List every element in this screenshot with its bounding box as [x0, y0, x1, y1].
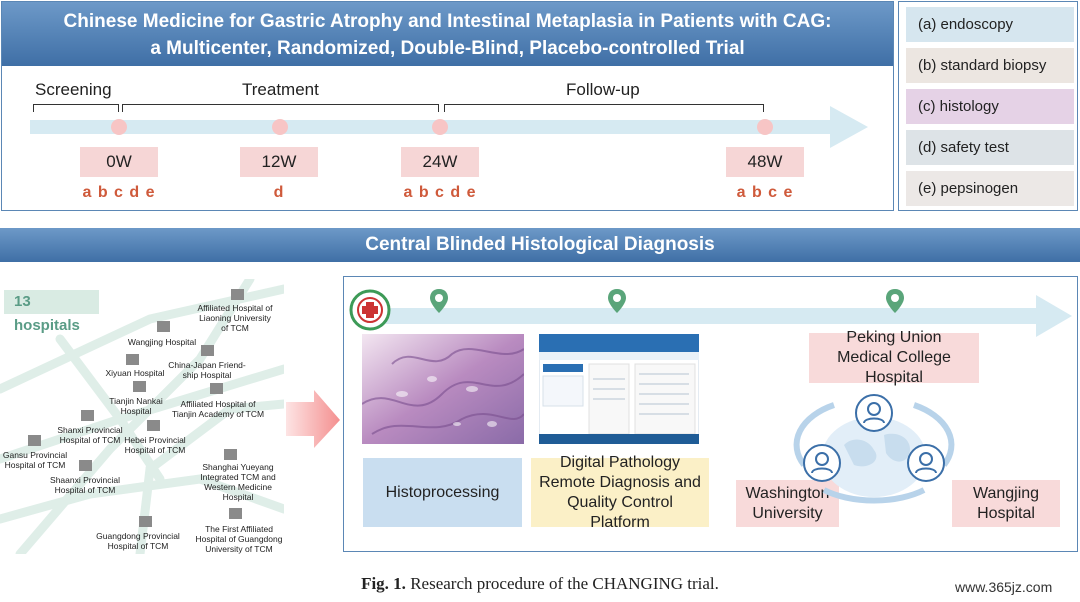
center-peking-union-box: Peking Union Medical College Hospital [809, 329, 979, 386]
visit-codes-12w: d [273, 184, 285, 201]
caption-label: Fig. 1. [361, 574, 406, 593]
legend-item-endoscopy: (a) endoscopy [906, 7, 1074, 42]
legend-item-biopsy: (b) standard biopsy [906, 48, 1074, 83]
location-pin-icon [430, 289, 448, 313]
hospital-label-tianjin-academy: Affiliated Hospital of Tianjin Academy o… [171, 399, 265, 419]
hospital-label-tianjin-nankai: Tianjin Nankai Hospital [109, 396, 163, 416]
location-pin-icon [608, 289, 626, 313]
figure-caption: Fig. 1. Research procedure of the CHANGI… [0, 574, 1080, 594]
visit-codes-0w: a b c d e [82, 184, 156, 201]
hospital-label-hebei: Hebei Provincial Hospital of TCM [124, 435, 186, 455]
phase-treatment: Treatment [242, 80, 319, 99]
legend-item-safety-test: (d) safety test [906, 130, 1074, 165]
visit-week-24w: 24W [401, 147, 479, 177]
center-wangjing-box: Wangjing Hospital [952, 480, 1060, 527]
legend-item-pepsinogen: (e) pepsinogen [906, 171, 1074, 206]
timeline-arrow [30, 106, 868, 148]
platform-arrow [384, 295, 1072, 337]
treatment-bracket [122, 104, 439, 112]
follow-up-bracket [444, 104, 764, 112]
title-line-1: Chinese Medicine for Gastric Atrophy and… [63, 11, 832, 32]
visit-dot-48w [757, 119, 773, 135]
hospital-label-shanghai-yueyang: Shanghai Yueyang Integrated TCM and West… [200, 462, 276, 502]
hospital-label-liaoning: Affiliated Hospital of Liaoning Universi… [197, 303, 273, 333]
caption-text: Research procedure of the CHANGING trial… [410, 574, 719, 593]
trial-timeline-panel: Chinese Medicine for Gastric Atrophy and… [1, 1, 894, 211]
hospital-label-guangdong-first: The First Affiliated Hospital of Guangdo… [195, 524, 283, 554]
hospital-label-shanxi: Shanxi Provincial Hospital of TCM [57, 425, 123, 445]
digital-pathology-platform-box: Digital Pathology Remote Diagnosis and Q… [531, 454, 709, 531]
histoprocessing-box: Histoprocessing [363, 458, 522, 527]
visit-codes-48w: a b c e [736, 184, 794, 201]
visit-week-12w: 12W [240, 147, 318, 177]
hospital-label-shaanxi: Shaanxi Provincial Hospital of TCM [50, 475, 120, 495]
visit-week-48w: 48W [726, 147, 804, 177]
consultation-network-graphic [793, 394, 955, 504]
center-washington-box: Washington University [736, 480, 839, 527]
visit-dot-12w [272, 119, 288, 135]
histology-slide-image [362, 334, 524, 444]
hospital-label-china-japan: China-Japan Friend-ship Hospital [168, 360, 246, 380]
hospital-map: 13 hospitals Affiliated Hospital of Liao… [0, 279, 284, 554]
institution-logo [349, 289, 391, 331]
visit-codes-24w: a b c d e [403, 184, 477, 201]
location-pin-icon [886, 289, 904, 313]
visit-dot-0w [111, 119, 127, 135]
hospital-count-badge: 13 hospitals [4, 290, 99, 334]
central-platform-panel: Histoprocessing Digital Pathology Remote… [343, 276, 1078, 552]
hospital-label-gansu: Gansu Provincial Hospital of TCM [2, 450, 68, 470]
visit-dot-24w [432, 119, 448, 135]
screening-bracket [33, 104, 119, 112]
assessment-legend: (a) endoscopy (b) standard biopsy (c) hi… [898, 1, 1078, 211]
title-line-2: a Multicenter, Randomized, Double-Blind,… [150, 38, 745, 59]
legend-item-histology: (c) histology [906, 89, 1074, 124]
phase-screening: Screening [35, 80, 112, 99]
watermark-text: www.365jz.com [955, 579, 1053, 595]
hospital-building-icons [28, 289, 244, 527]
platform-screenshot-image [539, 334, 699, 444]
central-diagnosis-banner: Central Blinded Histological Diagnosis [0, 228, 1080, 262]
hospital-label-guangdong-provincial: Guangdong Provincial Hospital of TCM [96, 531, 180, 551]
visit-week-0w: 0W [80, 147, 158, 177]
hospital-label-xiyuan: Xiyuan Hospital [105, 368, 165, 378]
phase-follow-up: Follow-up [566, 80, 640, 99]
flow-arrow [286, 390, 340, 448]
hospital-label-wangjing: Wangjing Hospital [127, 337, 197, 347]
title-banner: Chinese Medicine for Gastric Atrophy and… [2, 2, 893, 66]
